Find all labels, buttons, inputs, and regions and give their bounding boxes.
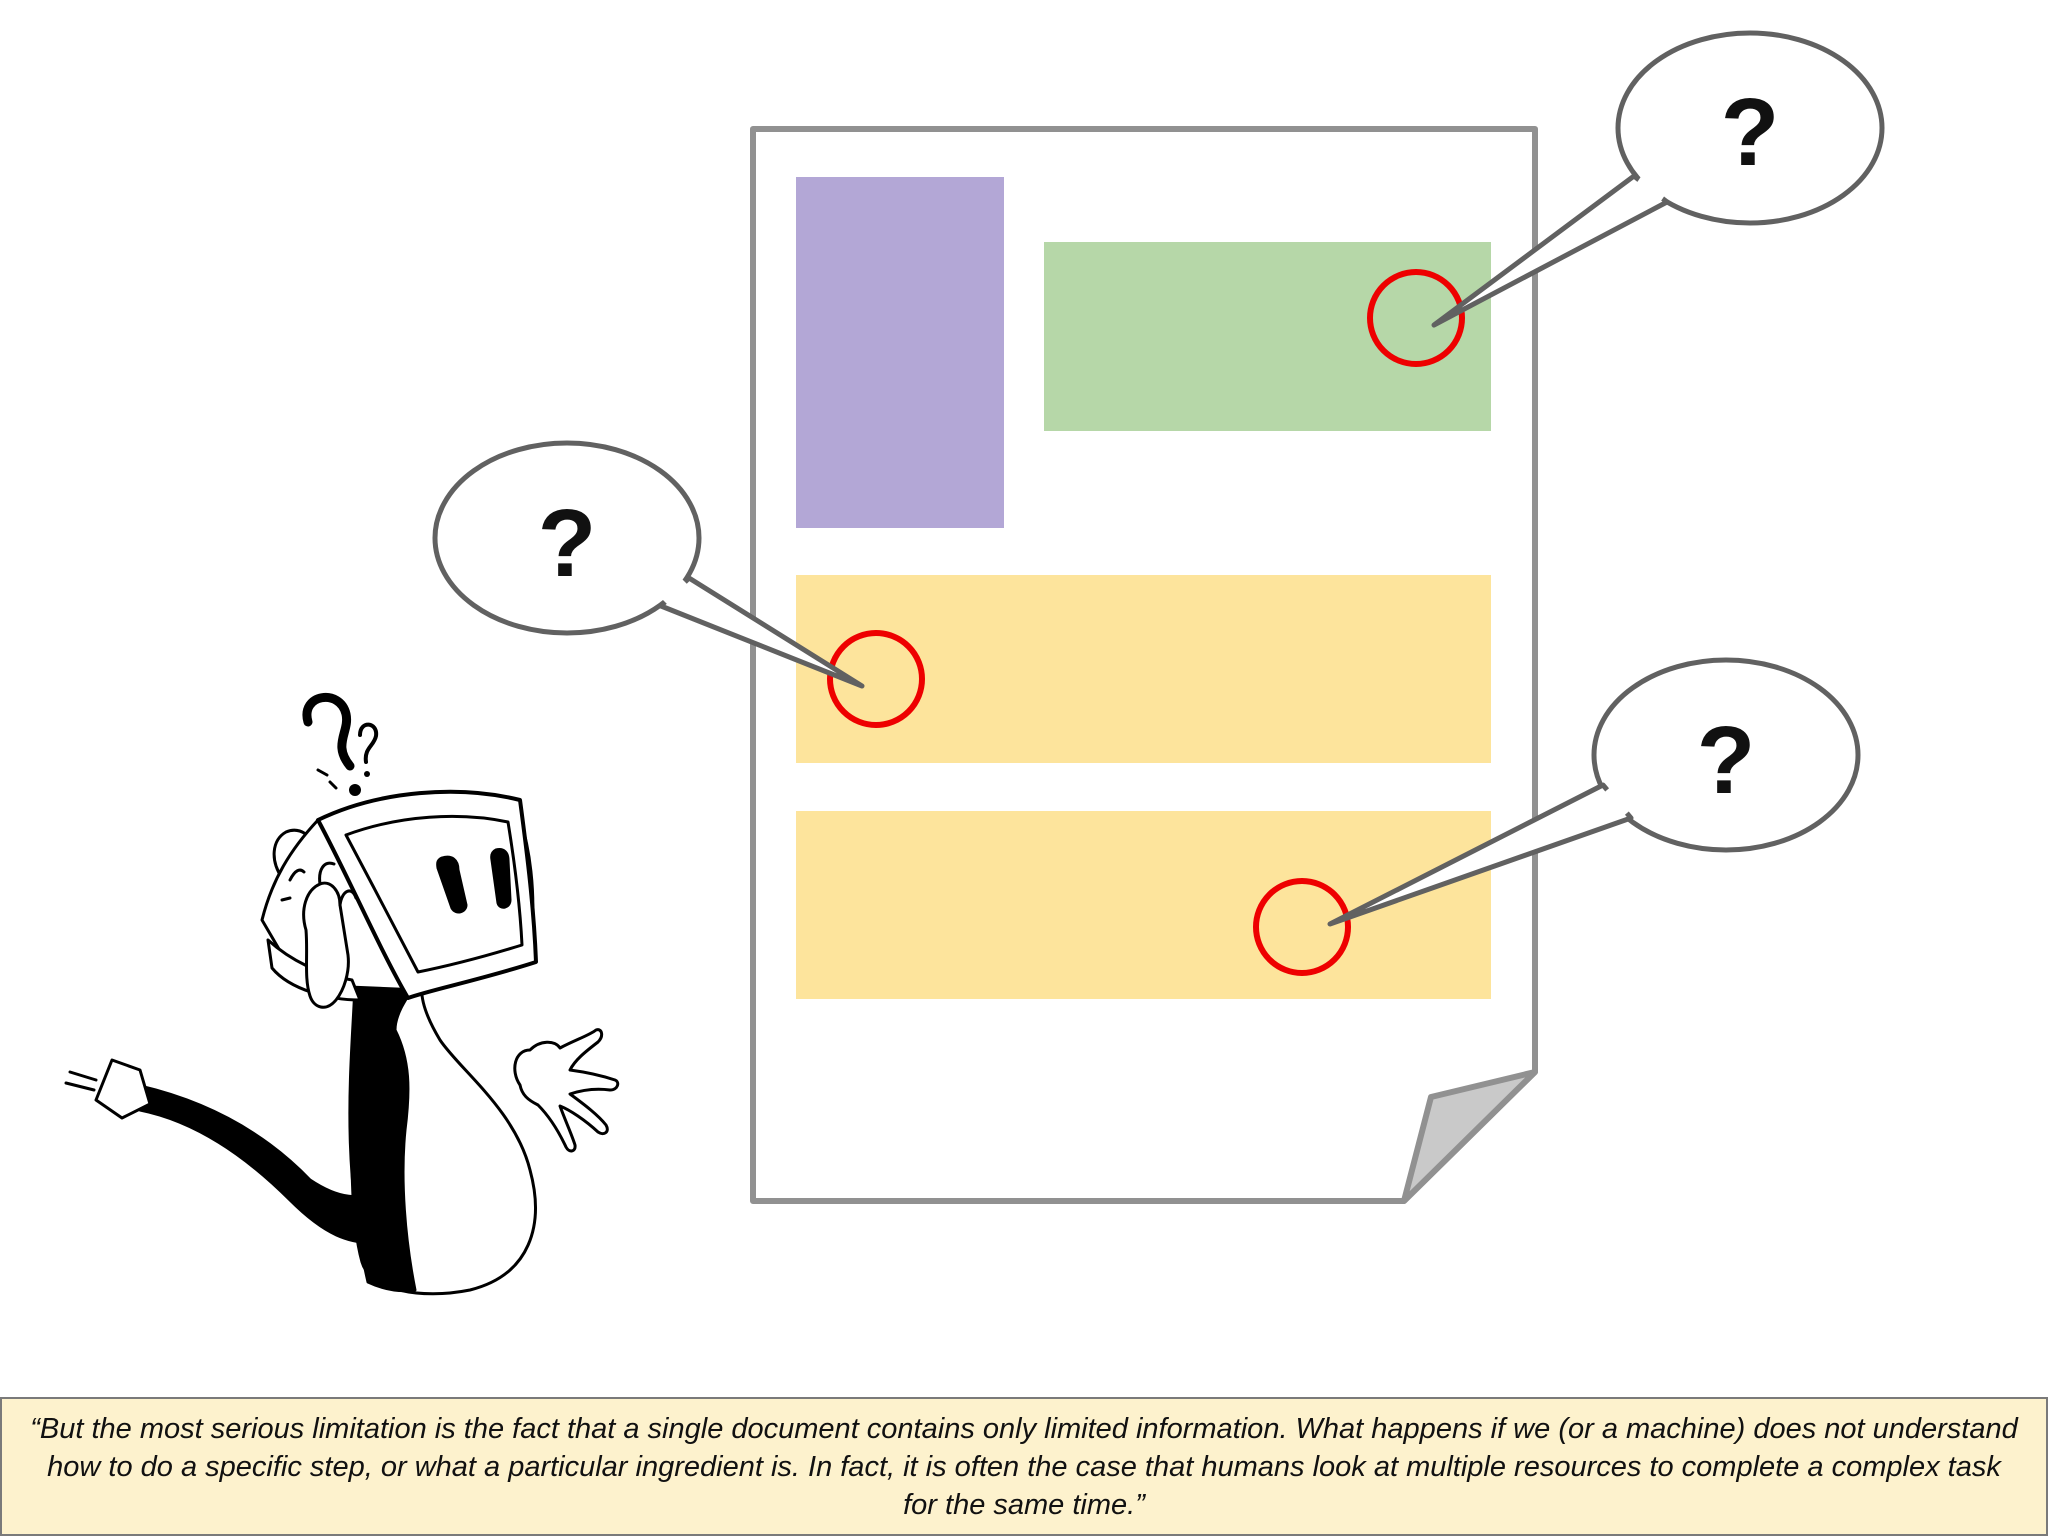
confused-robot-icon — [64, 693, 620, 1296]
quote-caption: “But the most serious limitation is the … — [0, 1397, 2048, 1536]
purple-block — [796, 177, 1004, 528]
speech-bubble-icon: ? — [1327, 657, 1861, 927]
question-mark-icon: ? — [1721, 79, 1780, 186]
speech-bubble-icon: ? — [432, 440, 865, 689]
document-diagram: ? ? ? — [64, 30, 1885, 1296]
question-mark-icon: ? — [1697, 707, 1756, 814]
document-page — [750, 126, 1538, 1204]
question-mark-icon: ? — [538, 490, 597, 597]
page-curl-icon — [1401, 1069, 1538, 1204]
quote-text: “But the most serious limitation is the … — [30, 1412, 2018, 1521]
highlight-circle-icon — [1367, 269, 1465, 367]
highlight-circle-icon — [1253, 878, 1351, 976]
speech-bubble-icon: ? — [1431, 30, 1885, 328]
highlight-circle-icon — [827, 630, 925, 728]
yellow-block-top — [796, 575, 1491, 763]
